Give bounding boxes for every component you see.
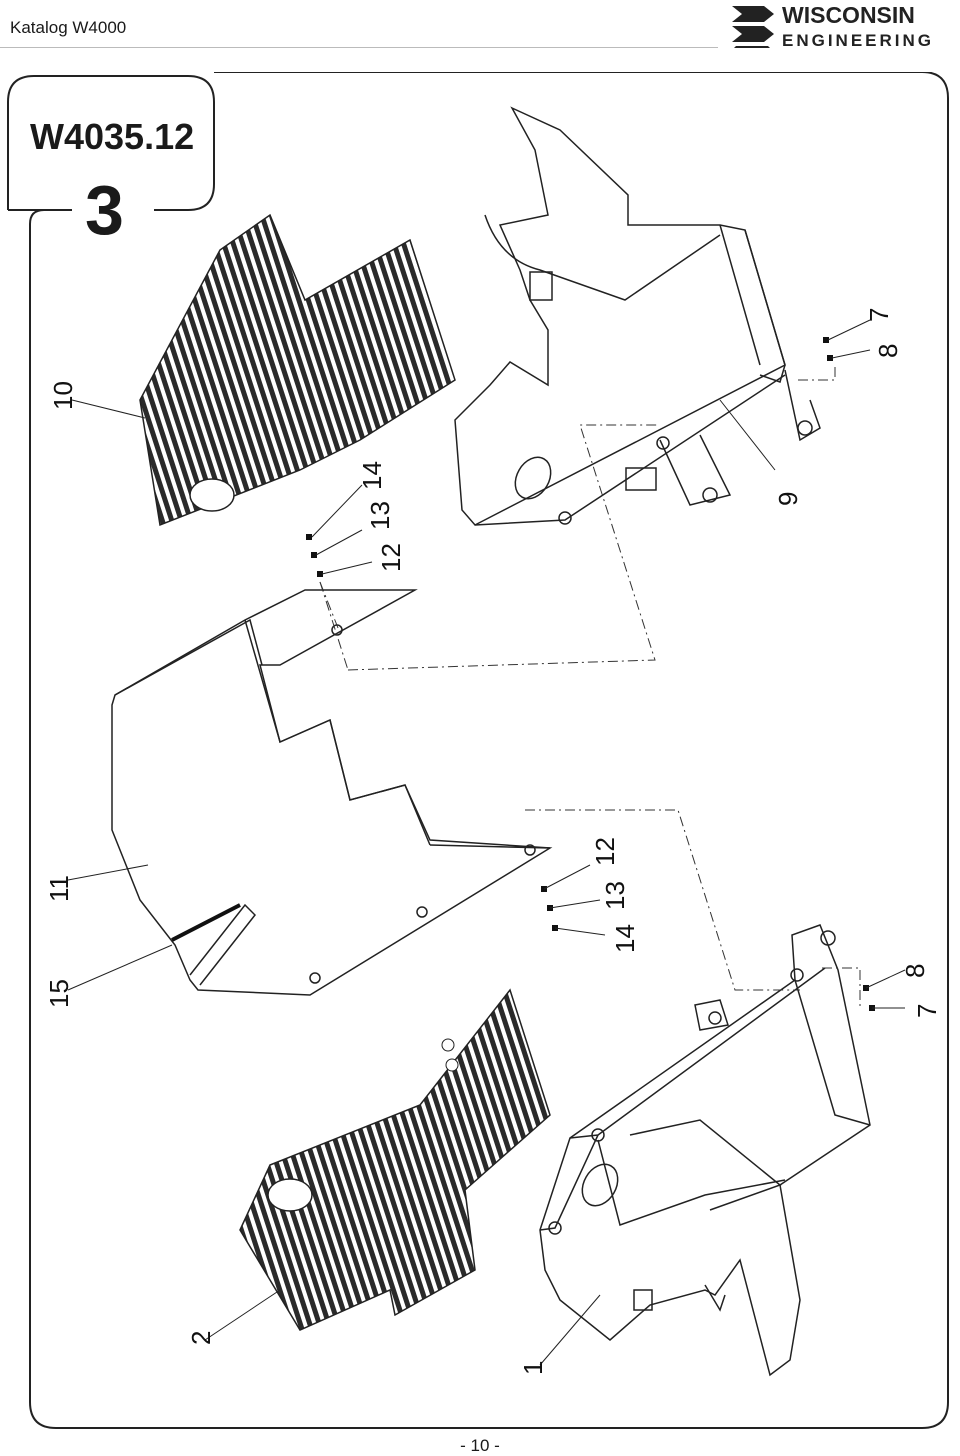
callout-7-lower: 7: [912, 1004, 942, 1018]
page-number: - 10 -: [454, 1436, 506, 1455]
callout-15: 15: [44, 979, 74, 1008]
page-footer: - 10 -: [0, 1436, 960, 1456]
callout-13-upper: 13: [365, 501, 395, 530]
part-9-frame-bracket: [454, 106, 821, 526]
callout-12-lower: 12: [590, 837, 620, 866]
callout-11: 11: [44, 875, 74, 902]
callout-9: 9: [773, 492, 803, 506]
logo-text-secondary: ENGINEERING: [782, 31, 934, 50]
callout-7-upper: 7: [864, 308, 894, 322]
callout-2: 2: [186, 1331, 216, 1345]
part-2-ribbed-plate: [239, 988, 551, 1331]
catalog-title: Katalog W4000: [10, 18, 127, 37]
wisconsin-engineering-logo: WISCONSIN ENGINEERING: [732, 2, 934, 50]
section-number: 3: [85, 171, 124, 249]
header-divider: [0, 47, 718, 48]
diagram-code: W4035.12: [30, 116, 195, 157]
part-11-cover-panel: [111, 589, 553, 996]
callout-14-upper: 14: [357, 461, 387, 490]
part-1-frame-bracket: [539, 924, 871, 1377]
callout-12-upper: 12: [376, 543, 406, 572]
callout-8-lower: 8: [900, 964, 930, 978]
leader-lines: [67, 319, 906, 1366]
callout-labels: 10 14 13 12 7 8 9 11 15 12 13 14 8 7 2 1: [44, 308, 942, 1375]
assembly-lines: [319, 365, 861, 1010]
part-15-edge-strip: [171, 903, 241, 942]
logo-text-primary: WISCONSIN: [782, 2, 915, 28]
callout-8-upper: 8: [873, 344, 903, 358]
callout-1: 1: [518, 1361, 548, 1375]
drawing-frame: [7, 72, 949, 1429]
callout-10: 10: [48, 381, 78, 410]
callout-14-lower: 14: [610, 924, 640, 953]
logo-mark-icon: [732, 6, 774, 48]
callout-13-lower: 13: [600, 881, 630, 910]
part-10-ribbed-plate: [139, 213, 456, 527]
